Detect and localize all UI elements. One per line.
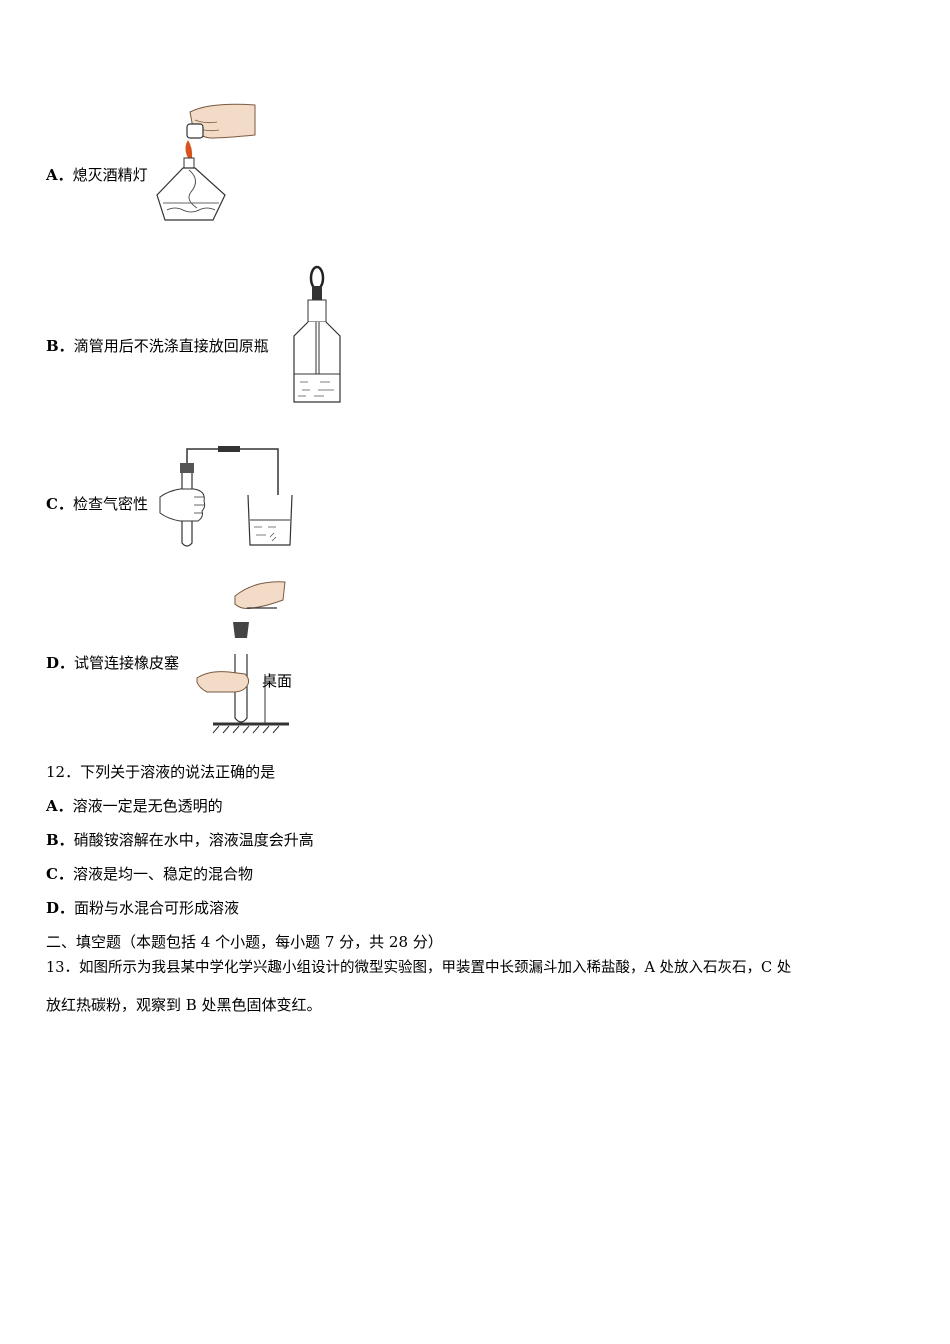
option-label: C． xyxy=(46,495,73,513)
q11-option-d: D．试管连接橡皮塞 xyxy=(46,653,179,673)
option-text: 熄灭酒精灯 xyxy=(72,166,148,184)
option-label: A． xyxy=(46,166,73,184)
option-text: 滴管用后不洗涤直接放回原瓶 xyxy=(73,337,269,355)
option-label: A． xyxy=(46,797,73,815)
q11-option-a: A．熄灭酒精灯 xyxy=(46,165,148,185)
q12-stem: 12．下列关于溶液的说法正确的是 xyxy=(46,763,276,781)
option-label: B． xyxy=(46,337,74,355)
option-text: 溶液是均一、稳定的混合物 xyxy=(72,865,253,883)
option-text: 溶液一定是无色透明的 xyxy=(72,797,223,815)
q13-line-2: 放红热碳粉，观察到 B 处黑色固体变红。 xyxy=(46,996,322,1014)
figure-extinguish-lamp xyxy=(155,100,265,225)
q11-option-c: C．检查气密性 xyxy=(46,494,148,514)
option-label: D． xyxy=(46,654,75,672)
figure-tube-stopper xyxy=(195,578,295,734)
q12-option-b: B．硝酸铵溶解在水中，溶液温度会升高 xyxy=(46,830,314,850)
figure-airtightness-check xyxy=(158,445,298,550)
option-text: 检查气密性 xyxy=(72,495,148,513)
option-text: 试管连接橡皮塞 xyxy=(74,654,180,672)
option-text: 面粉与水混合可形成溶液 xyxy=(74,899,240,917)
q12-option-c: C．溶液是均一、稳定的混合物 xyxy=(46,864,253,884)
q12-option-d: D．面粉与水混合可形成溶液 xyxy=(46,898,239,918)
figure-dropper-bottle xyxy=(290,264,345,409)
desk-label: 桌面 xyxy=(262,672,293,690)
q13-line-1: 13．如图所示为我县某中学化学兴趣小组设计的微型实验图，甲装置中长颈漏斗加入稀盐… xyxy=(46,960,792,976)
option-label: B． xyxy=(46,831,74,849)
option-text: 硝酸铵溶解在水中，溶液温度会升高 xyxy=(73,831,314,849)
section-heading: 二、填空题（本题包括 4 个小题，每小题 7 分，共 28 分） xyxy=(46,933,443,951)
option-label: C． xyxy=(46,865,73,883)
option-label: D． xyxy=(46,899,75,917)
q12-option-a: A．溶液一定是无色透明的 xyxy=(46,796,223,816)
q11-option-b: B．滴管用后不洗涤直接放回原瓶 xyxy=(46,336,269,356)
